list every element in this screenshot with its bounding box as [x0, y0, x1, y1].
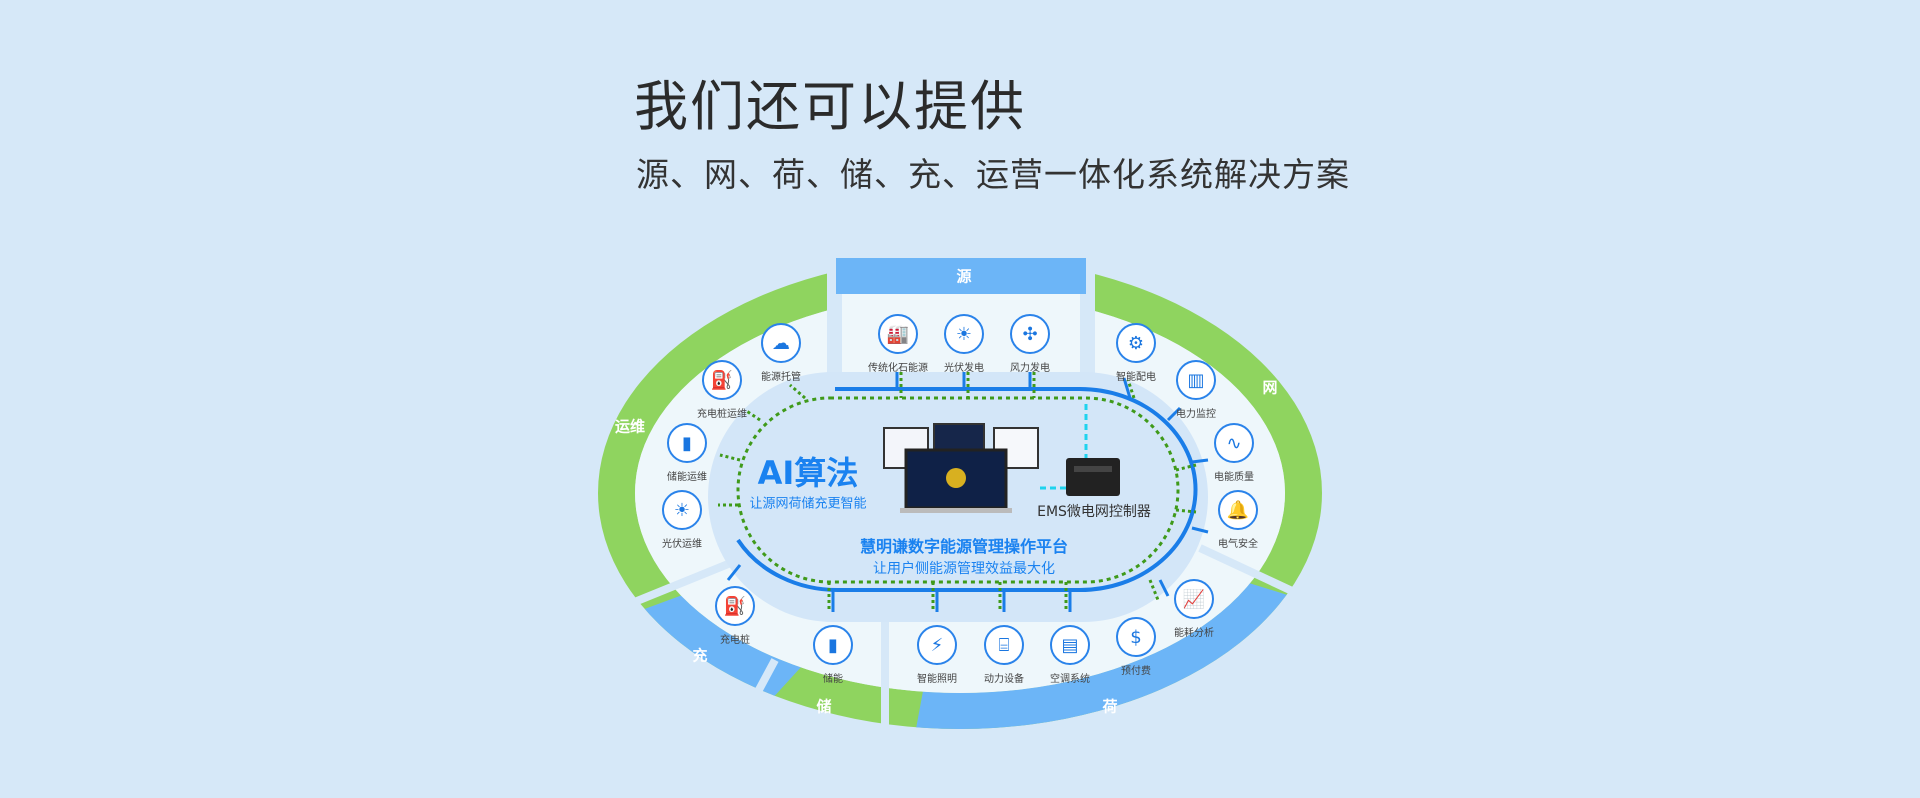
- source-tab: [836, 258, 1086, 294]
- node-item: ☀ 光伏发电: [919, 314, 1009, 374]
- node-label: 智能配电: [1116, 372, 1156, 383]
- battery-icon: ▮: [813, 625, 853, 665]
- bus-line: [736, 387, 1198, 593]
- battery-maintenance-icon: ▮: [667, 423, 707, 463]
- node-item: ⚡ 智能照明: [892, 625, 982, 685]
- solar-maintenance-icon: ☀: [662, 490, 702, 530]
- node-label: 储能: [823, 674, 843, 685]
- node-item: 🔔 电气安全: [1193, 490, 1283, 550]
- node-label: 空调系统: [1050, 674, 1090, 685]
- node-item: ▮ 储能运维: [642, 423, 732, 483]
- node-item: ⛽ 充电桩运维: [677, 360, 767, 420]
- wind-turbine-icon: ✣: [1010, 314, 1050, 354]
- power-plant-icon: 🏭: [878, 314, 918, 354]
- node-label: 能耗分析: [1174, 628, 1214, 639]
- segment-label-charging: 充: [692, 646, 708, 665]
- waveform-icon: ∿: [1214, 423, 1254, 463]
- dotted-loop: [736, 396, 1180, 584]
- node-label: 储能运维: [667, 472, 707, 483]
- node-item: ⌸ 动力设备: [959, 625, 1049, 685]
- node-item: $ 预付费: [1091, 617, 1181, 677]
- node-item: ⚙ 智能配电: [1091, 323, 1181, 383]
- segment-label-grid: 网: [1262, 378, 1278, 397]
- node-label: 充电桩: [720, 635, 750, 646]
- node-item: 🏭 传统化石能源: [853, 314, 943, 374]
- node-label: 能源托管: [761, 372, 801, 383]
- segment-label-load: 荷: [1102, 697, 1118, 716]
- node-label: 电能质量: [1214, 472, 1254, 483]
- monitor-gear-icon: ⚙: [1116, 323, 1156, 363]
- segment-label-operation: 运维: [614, 417, 646, 436]
- platform-title: 慧明谦数字能源管理操作平台: [859, 537, 1069, 556]
- ai-algorithm-title: AI算法: [757, 454, 859, 492]
- node-label: 电力监控: [1176, 409, 1216, 420]
- transformer-icon: ⌸: [984, 625, 1024, 665]
- node-item: ▮ 储能: [788, 625, 878, 685]
- node-label: 光伏运维: [662, 539, 702, 550]
- node-label: 智能照明: [917, 674, 957, 685]
- page-subtitle: 源、网、荷、储、充、运营一体化系统解决方案: [636, 155, 1350, 194]
- node-item: ∿ 电能质量: [1189, 423, 1279, 483]
- node-item: ▤ 空调系统: [1025, 625, 1115, 685]
- light-bulb-icon: ⚡: [917, 625, 957, 665]
- node-item: ⛽ 充电桩: [690, 586, 780, 646]
- ems-controller-image: [1066, 458, 1120, 496]
- segment-label-storage: 储: [816, 697, 832, 716]
- air-conditioner-icon: ▤: [1050, 625, 1090, 665]
- laptops-dashboard-image: [883, 423, 1039, 513]
- node-label: 传统化石能源: [868, 363, 928, 374]
- segment-label-source: 源: [956, 267, 972, 286]
- node-item: ✣ 风力发电: [985, 314, 1075, 374]
- node-label: 充电桩运维: [697, 409, 747, 420]
- solar-panel-icon: ☀: [944, 314, 984, 354]
- node-label: 电气安全: [1218, 539, 1258, 550]
- node-label: 光伏发电: [944, 363, 984, 374]
- prepaid-phone-icon: $: [1116, 617, 1156, 657]
- node-label: 预付费: [1121, 666, 1151, 677]
- node-item: ☀ 光伏运维: [637, 490, 727, 550]
- charging-pile-icon: ⛽: [715, 586, 755, 626]
- energy-hosting-icon: ☁: [761, 323, 801, 363]
- ems-controller-label: EMS微电网控制器: [1037, 504, 1151, 520]
- node-item: ▥ 电力监控: [1151, 360, 1241, 420]
- node-label: 动力设备: [984, 674, 1024, 685]
- chart-analysis-icon: 📈: [1174, 579, 1214, 619]
- node-item: ☁ 能源托管: [736, 323, 826, 383]
- platform-subtitle: 让用户侧能源管理效益最大化: [873, 561, 1055, 577]
- charging-maintenance-icon: ⛽: [702, 360, 742, 400]
- page-title: 我们还可以提供: [634, 75, 1026, 138]
- building-monitor-icon: ▥: [1176, 360, 1216, 400]
- node-label: 风力发电: [1010, 363, 1050, 374]
- alarm-bell-icon: 🔔: [1218, 490, 1258, 530]
- ai-algorithm-subtitle: 让源网荷储充更智能: [749, 496, 867, 512]
- node-item: 📈 能耗分析: [1149, 579, 1239, 639]
